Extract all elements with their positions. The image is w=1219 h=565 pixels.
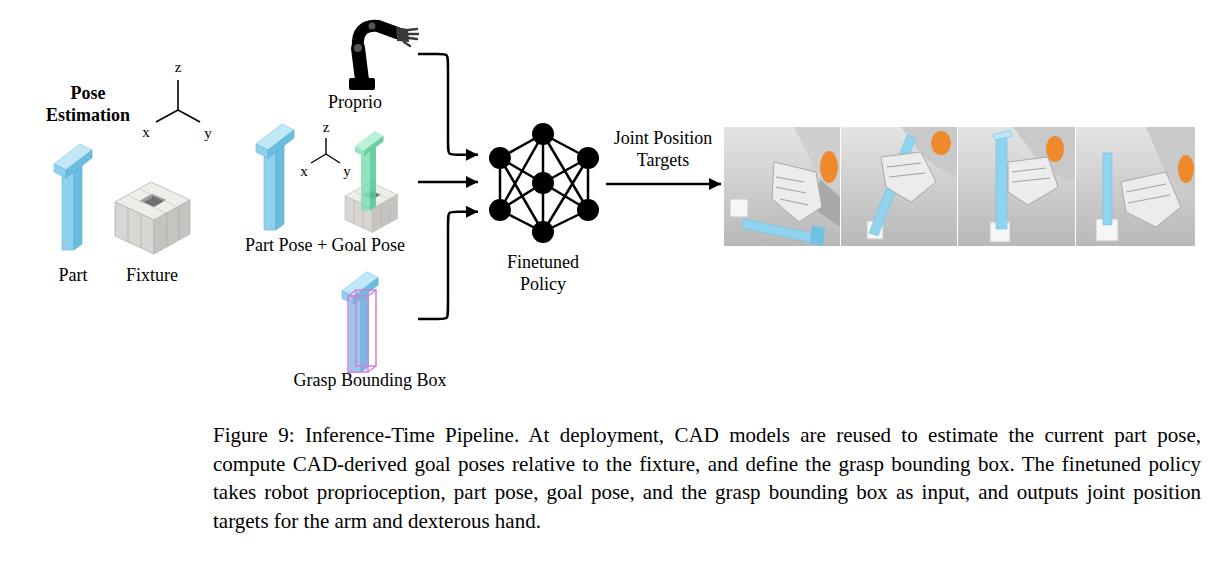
robot-arm-icon [349, 23, 418, 91]
figure-label: Pose Estimation [28, 83, 148, 126]
robot-photo [724, 127, 840, 246]
flow-arrow [418, 54, 478, 155]
network-neuron [532, 123, 554, 145]
bounding-box [348, 290, 376, 372]
network-neuron [532, 172, 554, 194]
bounding-box [368, 290, 376, 296]
robot-photo [1128, 195, 1170, 203]
robot-photo [810, 225, 825, 246]
bbox-input: Grasp Bounding Box [336, 266, 418, 372]
robot-photo [1008, 157, 1058, 205]
robot-photo [1076, 127, 1195, 246]
figure-caption: Figure 9: Inference-Time Pipeline. At de… [213, 421, 1201, 535]
robot-photo [931, 131, 951, 155]
robot-photo [1103, 153, 1112, 225]
axes-icon [326, 154, 340, 163]
robot-input: Proprio [340, 15, 418, 93]
pose-input: Part Pose + Goal Pose [252, 118, 418, 234]
axes-icon [177, 80, 179, 110]
robot-arm-icon [358, 26, 397, 48]
robot-arm-icon [409, 33, 418, 35]
robot-photo [958, 127, 1075, 246]
axes-icon [311, 138, 340, 163]
robot-photo [742, 219, 820, 244]
network-neuron [577, 147, 599, 169]
output-arrow [606, 183, 721, 186]
robot-photo [958, 127, 1075, 246]
robot-photo [887, 163, 921, 167]
goal-part [355, 131, 384, 211]
network-icon [543, 134, 588, 210]
bounding-box [348, 290, 356, 296]
node-label: Finetuned Policy [493, 252, 593, 295]
network-icon [500, 134, 543, 210]
part-model [256, 124, 294, 230]
axes-icon [311, 154, 326, 163]
network-neuron [489, 199, 511, 221]
robot-arm-icon [408, 29, 417, 30]
robot-arm-icon [369, 23, 376, 30]
robot-photo [996, 135, 1007, 229]
robot-arm-icon [404, 42, 410, 46]
robot-photo [1012, 168, 1046, 172]
fixture-model [115, 182, 190, 254]
robot-arm-icon [409, 38, 417, 39]
robot-photo [776, 177, 804, 182]
robot-photo [881, 152, 936, 202]
axis-label: z [323, 118, 330, 136]
robot-photo [724, 127, 840, 246]
robot-photo [1178, 155, 1194, 183]
bounding-box [356, 290, 376, 366]
figure-label: Part [59, 265, 88, 287]
flow-arrow [418, 181, 478, 184]
network-icon [500, 134, 588, 232]
node-label: Part Pose + Goal Pose [245, 235, 405, 257]
robot-photo [1012, 178, 1050, 182]
flow-arrow [418, 212, 478, 319]
network-neuron [489, 147, 511, 169]
axis-label: x [142, 123, 150, 141]
robot-photo [730, 199, 748, 217]
robot-photo [776, 187, 806, 193]
network-neuron [577, 199, 599, 221]
figure-label: Joint Position Targets [601, 128, 725, 171]
robot-photo [1121, 172, 1181, 227]
robot-photo [889, 173, 925, 177]
robot-photo [780, 199, 808, 205]
network-icon [543, 158, 588, 232]
robot-photo [841, 127, 957, 246]
axes-icon [156, 110, 178, 122]
bounding-box [348, 296, 368, 372]
network-icon [500, 158, 543, 232]
robot-photo [1126, 184, 1166, 192]
axes-icon [325, 138, 326, 154]
axis-label: x [300, 162, 308, 180]
robot-photo [1076, 127, 1195, 246]
node-label: Proprio [328, 92, 382, 114]
axes-icon [156, 80, 200, 122]
node-label: Grasp Bounding Box [294, 370, 447, 392]
robot-photo [820, 151, 838, 183]
part-model [342, 272, 378, 373]
part-model [54, 144, 92, 250]
robot-arm-icon [354, 44, 362, 52]
axis-label: y [343, 162, 351, 180]
network-neuron [489, 123, 599, 243]
figure-label: Fixture [126, 265, 178, 287]
network-neuron [532, 221, 554, 243]
robot-arm-icon [396, 27, 409, 42]
robot-photo [992, 130, 1013, 140]
axis-label: z [175, 58, 182, 76]
axes-icon [178, 110, 200, 122]
policy-network: Finetuned Policy [478, 120, 604, 244]
robot-photo [841, 127, 957, 246]
axis-label: y [204, 124, 212, 142]
robot-photo [772, 162, 822, 222]
